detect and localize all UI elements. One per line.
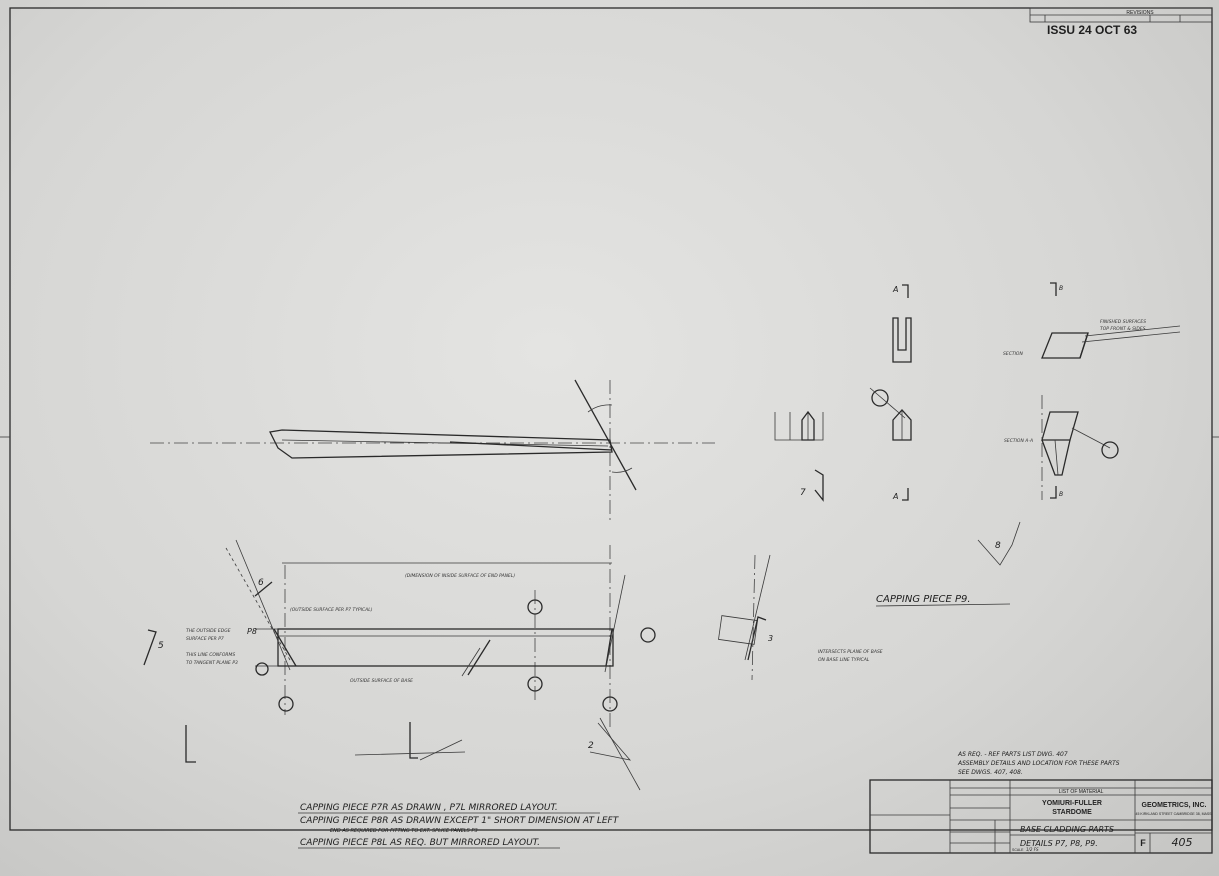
top-elevation-view <box>150 379 715 520</box>
ref-note-2: ASSEMBLY DETAILS AND LOCATION FOR THESE … <box>957 760 1120 767</box>
angle-line-top <box>574 379 637 491</box>
detail-8 <box>977 521 1021 566</box>
section-bubble <box>871 389 889 407</box>
note-capping-p8l: CAPPING PIECE P8L AS REQ. BUT MIRRORED L… <box>300 838 540 848</box>
svg-text:THE OUTSIDE EDGE: THE OUTSIDE EDGE <box>186 628 231 634</box>
callout-5: 5 <box>158 641 164 651</box>
reference-notes: AS REQ. - REF PARTS LIST DWG. 407 ASSEMB… <box>957 751 1120 776</box>
small-section <box>774 412 824 441</box>
issue-stamp: ISSU 24 OCT 63 <box>1047 23 1137 37</box>
section-views: A A B B 7 FINISHED SURFACES TOP FRONT & … <box>774 282 1181 607</box>
note-capping-p7: CAPPING PIECE P7R AS DRAWN , P7L MIRRORE… <box>300 803 558 813</box>
section-aa-label: SECTION A-A <box>1004 438 1033 444</box>
detail-callout <box>527 599 543 615</box>
svg-text:ON BASE LINE TYPICAL: ON BASE LINE TYPICAL <box>818 657 870 663</box>
revisions-block: REVISIONS <box>1029 7 1213 23</box>
plan-view: (DIMENSION OF INSIDE SURFACE OF END PANE… <box>143 539 883 791</box>
svg-text:THIS LINE CONFORMS: THIS LINE CONFORMS <box>186 652 235 658</box>
drawing-title-2: DETAILS P7, P8, P9. <box>1020 839 1098 848</box>
callout-7: 7 <box>800 488 806 498</box>
capping-piece-plan <box>277 628 614 667</box>
section-label-b-bottom: B <box>1059 491 1063 498</box>
ref-note-1: AS REQ. - REF PARTS LIST DWG. 407 <box>957 751 1068 758</box>
project-name-2: STARDOME <box>1052 809 1092 816</box>
svg-text:TO TANGENT PLANE P3: TO TANGENT PLANE P3 <box>186 660 238 666</box>
detail-callout <box>602 696 618 712</box>
company-address: 45 KIRKLAND STREET CAMBRIDGE 38, MASS. <box>1136 812 1213 816</box>
revisions-header: REVISIONS <box>1126 10 1154 16</box>
callout-8: 8 <box>995 541 1001 551</box>
svg-text:SECTION: SECTION <box>1003 351 1023 357</box>
ref-note-3: SEE DWGS. 407, 408. <box>958 769 1023 776</box>
section-label-a-top: A <box>892 285 898 294</box>
callout-3: 3 <box>768 634 773 643</box>
section-label-a-bottom: A <box>892 492 898 501</box>
title-block: LIST OF MATERIAL YOMIURI-FULLER STARDOME… <box>869 779 1213 854</box>
note-capping-p8: CAPPING PIECE P8R AS DRAWN EXCEPT 1" SHO… <box>300 816 620 826</box>
svg-text:SURFACE PER P7: SURFACE PER P7 <box>186 636 224 642</box>
scale-label: SCALE <box>1012 848 1024 852</box>
list-of-material: LIST OF MATERIAL <box>1059 789 1104 795</box>
svg-text:OUTSIDE SURFACE OF BASE: OUTSIDE SURFACE OF BASE <box>350 678 413 684</box>
detail-callout <box>527 676 543 692</box>
drawing-title-1: BASE CLADDING PARTS <box>1020 825 1114 834</box>
drawing-number: 405 <box>1172 836 1193 849</box>
section-label-b-top: B <box>1059 285 1063 292</box>
svg-text:(OUTSIDE SURFACE PER P7 TYPICA: (OUTSIDE SURFACE PER P7 TYPICAL) <box>290 607 373 613</box>
detail-profile <box>409 722 418 759</box>
svg-text:INTERSECTS PLANE OF BASE: INTERSECTS PLANE OF BASE <box>818 649 883 655</box>
callout-p8: P8 <box>247 627 257 636</box>
detail-7 <box>814 469 824 502</box>
section-bubble <box>1101 441 1119 459</box>
detail-2 <box>589 722 632 761</box>
iso-block-section <box>1041 439 1071 476</box>
callout-6: 6 <box>258 578 264 588</box>
detail-callout <box>255 662 269 676</box>
svg-text:(DIMENSION OF INSIDE SURFACE O: (DIMENSION OF INSIDE SURFACE OF END PANE… <box>405 573 515 579</box>
capping-notes: CAPPING PIECE P7R AS DRAWN , P7L MIRRORE… <box>298 803 620 849</box>
svg-text:FINISHED SURFACES: FINISHED SURFACES <box>1100 319 1146 325</box>
scale-value: 1/2 FS <box>1026 847 1039 852</box>
callout-2: 2 <box>588 741 594 751</box>
channel-section-mid <box>892 409 912 441</box>
project-name-1: YOMIURI-FULLER <box>1042 800 1102 807</box>
sheet-size: F <box>1140 838 1146 848</box>
detail-callout <box>278 696 294 712</box>
note-capping-p8-sub: END AS REQUIRED FOR FITTING TO EXT. SPLI… <box>330 828 478 834</box>
sheet-border <box>9 7 1213 831</box>
company-name: GEOMETRICS, INC. <box>1142 802 1207 809</box>
svg-text:TOP FRONT & SIDES: TOP FRONT & SIDES <box>1100 326 1146 332</box>
note-capping-p9: CAPPING PIECE P9. <box>876 594 971 605</box>
capping-piece-elevation <box>269 429 613 459</box>
detail-callout <box>640 627 656 643</box>
detail-profile <box>185 725 196 763</box>
channel-section-top <box>892 317 912 363</box>
